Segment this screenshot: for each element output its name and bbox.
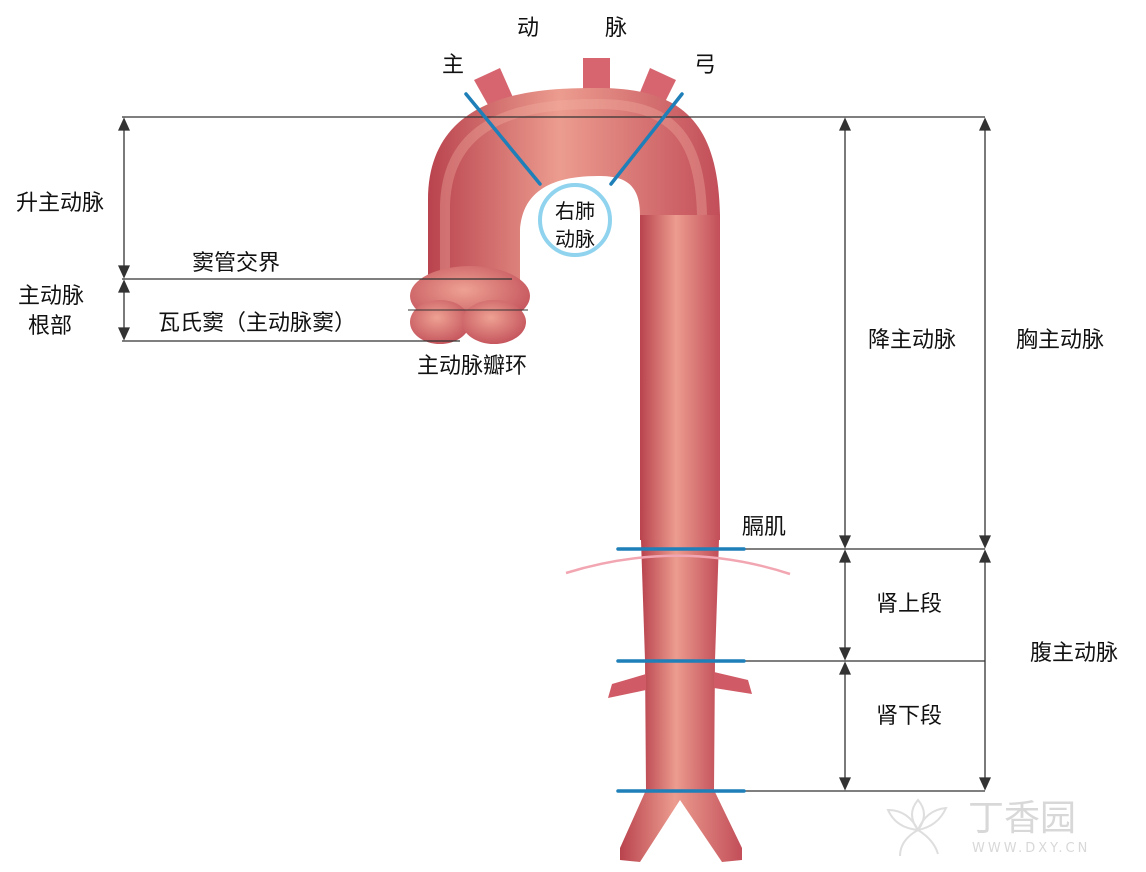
label-ascending-aorta: 升主动脉 — [16, 191, 104, 216]
label-diaphragm: 膈肌 — [742, 515, 786, 540]
label-aortic-annulus: 主动脉瓣环 — [417, 354, 527, 379]
measurement-lines — [122, 116, 985, 792]
arch-end-marker — [609, 92, 684, 186]
aortic-sinus-right — [462, 300, 526, 344]
label-thoracic-aorta: 胸主动脉 — [1016, 328, 1104, 353]
label-aortic-root-2: 根部 — [28, 314, 72, 339]
descending-aorta — [640, 215, 720, 540]
watermark-url: WWW.DXY.CN — [972, 841, 1090, 856]
aortic-sinus-left — [410, 300, 470, 344]
label-sinus-of-valsalva: 瓦氏窦（主动脉窦） — [158, 311, 356, 336]
aorta-vessel — [410, 58, 752, 862]
label-arch-dong: 动 — [517, 16, 539, 41]
label-arch-gong: 弓 — [694, 53, 716, 78]
watermark: 丁香园 WWW.DXY.CN — [886, 798, 1090, 857]
label-infrarenal: 肾下段 — [876, 704, 942, 729]
watermark-brand: 丁香园 — [968, 798, 1076, 839]
dimension-arrows — [117, 117, 992, 791]
labels: 主 动 脉 弓 升主动脉 窦管交界 主动脉 根部 瓦氏窦（主动脉窦） 主动脉瓣环… — [16, 16, 1118, 729]
label-aortic-root-1: 主动脉 — [18, 284, 84, 309]
label-arch-zhu: 主 — [442, 53, 464, 78]
label-suprarenal: 肾上段 — [876, 592, 942, 617]
diaphragm-curve — [565, 554, 791, 576]
right-pulmonary-artery-ring — [538, 183, 612, 257]
arch-start-marker — [464, 92, 542, 186]
label-arch-mai: 脉 — [605, 16, 627, 41]
renal-artery-right — [714, 672, 752, 694]
label-rpa-1: 右肺 — [555, 199, 595, 223]
left-carotid-branch — [583, 58, 610, 92]
iliac-bifurcation — [620, 790, 742, 862]
label-abdominal-aorta: 腹主动脉 — [1030, 641, 1118, 666]
abdominal-aorta — [641, 540, 719, 790]
blue-boundary-markers — [464, 92, 746, 793]
label-descending-aorta: 降主动脉 — [868, 328, 956, 353]
label-sinotubular-junction: 窦管交界 — [192, 251, 280, 276]
label-rpa-2: 动脉 — [555, 227, 595, 251]
flower-logo-icon — [886, 798, 948, 857]
renal-artery-left — [608, 674, 646, 698]
